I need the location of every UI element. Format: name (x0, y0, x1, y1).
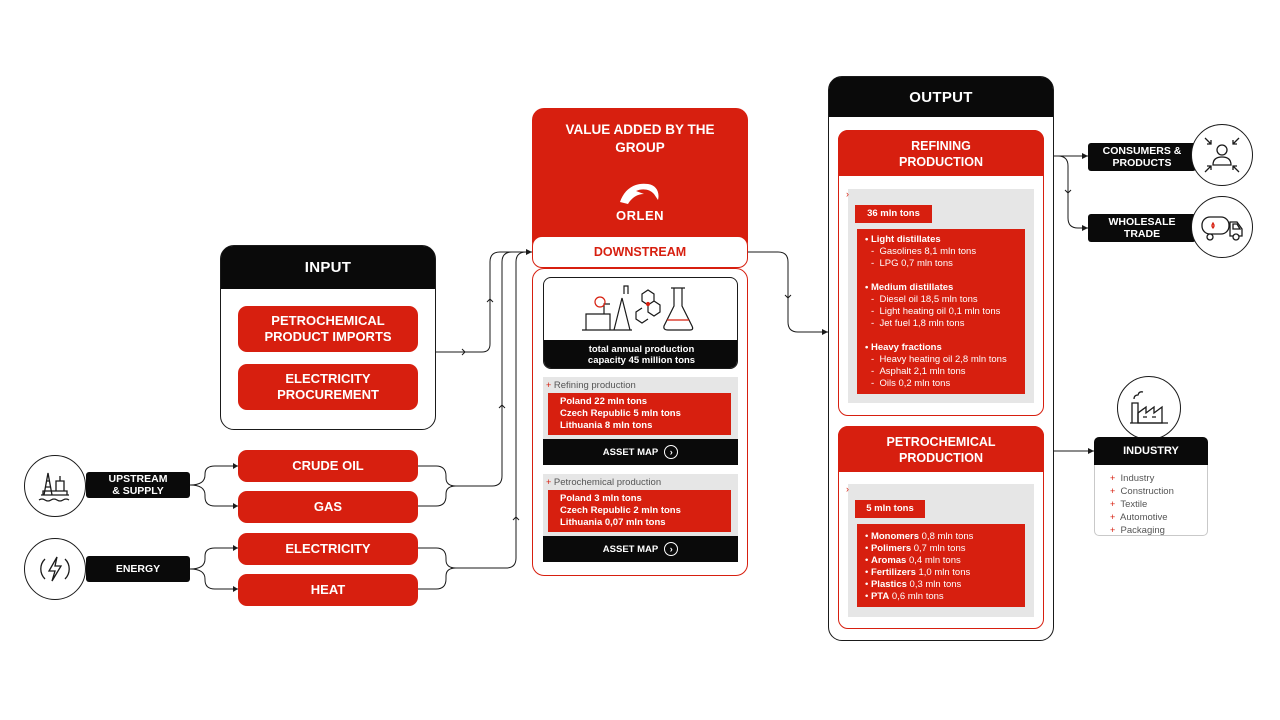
consumers-circle (1191, 124, 1253, 186)
petrochemical-title: PETROCHEMICAL PRODUCTION (838, 426, 1044, 472)
plus-icon: + (546, 380, 552, 390)
downstream-bar: DOWNSTREAM (532, 236, 748, 268)
refining-country-lithuania: Lithuania 8 mln tons (560, 420, 653, 431)
value-added-header: VALUE ADDED BY THE GROUP ORLEN (532, 108, 748, 254)
textile-item: + Textile (1110, 499, 1148, 510)
gas-pill: GAS (238, 491, 418, 523)
petrochemical-countries: Poland 3 mln tons Czech Republic 2 mln t… (548, 490, 731, 532)
automotive-item: + Automotive (1110, 512, 1168, 523)
chevron-right-icon: › (664, 445, 679, 459)
chevron-right-icon: › (846, 484, 849, 494)
laboratory-icon (582, 285, 694, 331)
wholesale-trade-label: WHOLESALE TRADE (1088, 214, 1196, 242)
medium-distillates-heading: • Medium distillates (865, 282, 954, 293)
asset-map-label: ASSET MAP (602, 446, 659, 458)
refining-countries: Poland 22 mln tons Czech Republic 5 mln … (548, 393, 731, 435)
heavy-heating-oil-item: - Heavy heating oil 2,8 mln tons (871, 354, 1007, 365)
petrochemical-imports-pill: PETROCHEMICAL PRODUCT IMPORTS (238, 306, 418, 352)
petro-country-lithuania: Lithuania 0,07 mln tons (560, 517, 666, 528)
lpg-item: - LPG 0,7 mln tons (871, 258, 953, 269)
value-added-title: VALUE ADDED BY THE GROUP (565, 122, 715, 155)
petro-country-poland: Poland 3 mln tons (560, 493, 642, 504)
light-heating-oil-item: - Light heating oil 0,1 mln tons (871, 306, 1001, 317)
gasolines-item: - Gasolines 8,1 mln tons (871, 246, 977, 257)
orlen-brand: ORLEN (616, 208, 664, 223)
chevron-right-icon: › (664, 542, 679, 556)
heat-pill: HEAT (238, 574, 418, 606)
person-icon (1204, 137, 1240, 173)
refining-production-card: + Refining production Poland 22 mln tons… (543, 377, 738, 439)
electricity-procurement-pill: ELECTRICITY PROCUREMENT (238, 364, 418, 410)
industry-circle (1117, 376, 1181, 440)
aromas-item: • Aromas 0,4 mln tons (865, 555, 961, 566)
tanker-truck-icon (1201, 216, 1243, 241)
input-title: INPUT (221, 246, 435, 289)
petro-country-czech: Czech Republic 2 mln tons (560, 505, 681, 516)
asphalt-item: - Asphalt 2,1 mln tons (871, 366, 966, 377)
upstream-supply-label: UPSTREAM & SUPPLY (86, 472, 190, 498)
industry-title: INDUSTRY (1094, 437, 1208, 465)
petrochemical-production-card: + Petrochemical production Poland 3 mln … (543, 474, 738, 536)
plus-icon: + (546, 477, 552, 487)
fertilizers-item: • Fertilizers 1,0 mln tons (865, 567, 971, 578)
wholesale-circle (1191, 196, 1253, 258)
pta-item: • PTA 0,6 mln tons (865, 591, 944, 602)
energy-label: ENERGY (86, 556, 190, 582)
petrochemical-details-card: › 5 mln tons • Monomers 0,8 mln tons • P… (846, 484, 1034, 617)
refining-production-text: Refining production (553, 380, 636, 391)
petrochemical-total: 5 mln tons (855, 500, 925, 518)
monomers-item: • Monomers 0,8 mln tons (865, 531, 974, 542)
upstream-circle (24, 455, 86, 517)
capacity-card: total annual production capacity 45 mill… (543, 277, 738, 369)
chevron-right-icon: › (846, 189, 849, 199)
diesel-item: - Diesel oil 18,5 mln tons (871, 294, 978, 305)
energy-circle (24, 538, 86, 600)
petrochemical-product-list: • Monomers 0,8 mln tons • Polimers 0,7 m… (857, 524, 1025, 607)
crude-oil-pill: CRUDE OIL (238, 450, 418, 482)
capacity-bar: total annual production capacity 45 mill… (544, 340, 737, 368)
refining-asset-map-button[interactable]: ASSET MAP › (543, 439, 738, 465)
refining-country-czech: Czech Republic 5 mln tons (560, 408, 681, 419)
downstream-label: DOWNSTREAM (593, 245, 687, 259)
petrochemical-production-text: Petrochemical production (553, 477, 662, 488)
heavy-fractions-heading: • Heavy fractions (865, 342, 942, 353)
industry-item: + Industry (1110, 473, 1155, 484)
industry-list: + Industry + Construction + Textile + Au… (1110, 472, 1174, 537)
refining-country-poland: Poland 22 mln tons (560, 396, 648, 407)
output-title: OUTPUT (829, 77, 1053, 117)
refining-title: REFINING PRODUCTION (838, 130, 1044, 176)
petrochemical-asset-map-button[interactable]: ASSET MAP › (543, 536, 738, 562)
light-distillates-heading: • Light distillates (865, 234, 941, 245)
construction-item: + Construction (1110, 486, 1174, 497)
polimers-item: • Polimers 0,7 mln tons (865, 543, 966, 554)
asset-map-label: ASSET MAP (602, 543, 659, 555)
plastics-item: • Plastics 0,3 mln tons (865, 579, 962, 590)
refining-total: 36 mln tons (855, 205, 932, 223)
refining-product-list: • Light distillates - Gasolines 8,1 mln … (857, 229, 1025, 394)
oil-rig-icon (38, 472, 70, 502)
input-panel: INPUT PETROCHEMICAL PRODUCT IMPORTS ELEC… (220, 245, 436, 430)
refining-production-label: + Refining production (546, 379, 636, 392)
oils-item: - Oils 0,2 mln tons (871, 378, 951, 389)
petrochemical-production-label: + Petrochemical production (546, 476, 661, 489)
refining-details-card: › 36 mln tons • Light distillates - Gaso… (846, 189, 1034, 403)
electricity-pill: ELECTRICITY (238, 533, 418, 565)
lightning-icon (40, 556, 70, 582)
packaging-item: + Packaging (1110, 525, 1165, 536)
jet-fuel-item: - Jet fuel 1,8 mln tons (871, 318, 965, 329)
factory-icon (1130, 391, 1168, 424)
consumers-products-label: CONSUMERS & PRODUCTS (1088, 143, 1196, 171)
orlen-eagle-logo (620, 183, 659, 204)
